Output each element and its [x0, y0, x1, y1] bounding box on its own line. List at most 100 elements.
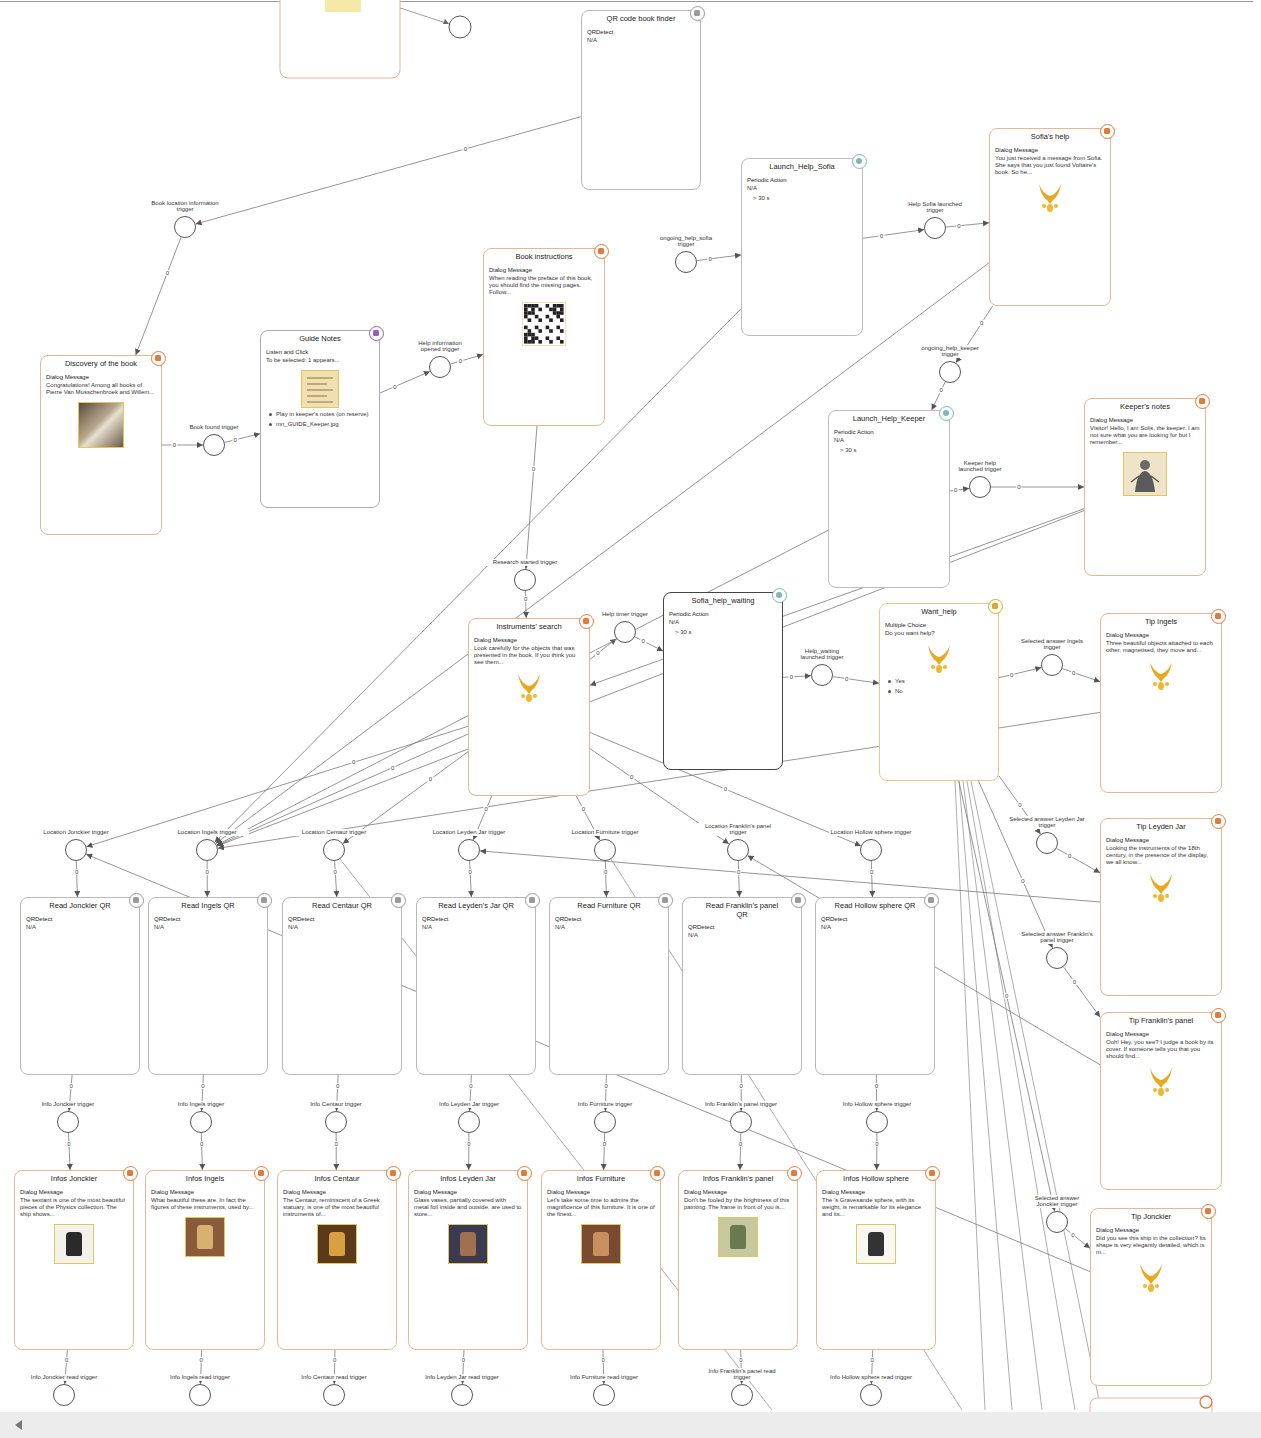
connector-arrow — [863, 230, 924, 239]
edge-label: 0 — [1067, 853, 1072, 859]
node-card: Launch_Help_SofiaPeriodic ActionN/A> 30 … — [741, 158, 863, 336]
connector-arrow — [451, 355, 483, 364]
node-value: Do you want help? — [885, 630, 993, 637]
partial-card-image — [325, 0, 361, 12]
trigger-circle: Selected answer Jonckier trigger — [1046, 1211, 1068, 1233]
connector-arrow — [480, 851, 1100, 902]
avatar-shape — [931, 665, 935, 669]
node-value: Don't be fooled by the brightness of thi… — [684, 1197, 792, 1211]
object-photo — [718, 1217, 758, 1257]
node-card: Read Furniture QRQRDetectN/A — [549, 897, 669, 1075]
edge-label: 0 — [736, 869, 741, 875]
edge-label: 0 — [738, 1357, 743, 1363]
trigger-label: Help timer trigger — [592, 611, 658, 618]
trigger-circle: Location Centaur trigger — [323, 839, 345, 861]
node-type: Dialog Message — [1090, 417, 1200, 424]
scrollbar — [0, 1412, 1261, 1438]
node-value: The sextant is one of the most beautiful… — [20, 1197, 128, 1219]
trigger-circle: ongoing_help_sofia trigger — [675, 251, 697, 273]
edge-label: 0 — [69, 1083, 74, 1089]
edge-label: 0 — [64, 1357, 69, 1363]
option-bullet — [888, 690, 891, 693]
node-card: QR code book finderQRDetectN/A — [581, 10, 701, 190]
node-type: Dialog Message — [46, 374, 156, 381]
trigger-circle: Help_waiting launched trigger — [811, 664, 833, 686]
node-icon — [517, 1166, 532, 1181]
keeper-ground — [1124, 453, 1167, 496]
node-value: To be selected: 1 appears... — [266, 357, 374, 364]
node-value: What beautiful these are. In fact the fi… — [151, 1197, 259, 1211]
node-type: QRDetect — [288, 916, 396, 923]
trigger-label: Selected answer Ingels trigger — [1014, 638, 1090, 651]
connector-arrow — [217, 511, 1084, 846]
icon-glyph — [694, 10, 700, 16]
avatar-shape — [521, 694, 525, 698]
edge-label: 0 — [333, 869, 338, 875]
edge-label: 0 — [707, 256, 712, 262]
node-icon — [925, 1166, 940, 1181]
icon-glyph — [521, 1170, 527, 1176]
node-icon — [1211, 1008, 1226, 1023]
node-value: N/A — [747, 185, 857, 192]
node-title: Read Jonckier QR — [26, 902, 134, 911]
node-card: Instruments' searchDialog MessageLook ca… — [468, 618, 590, 796]
qr-module — [528, 330, 532, 334]
trigger-label: Selected answer Franklin's panel trigger — [1019, 931, 1095, 944]
connector-arrow — [201, 1133, 202, 1170]
trigger-label: Info Hollow sphere trigger — [835, 1101, 919, 1108]
image-frame — [885, 643, 993, 675]
edge-label: 0 — [66, 1141, 71, 1147]
node-type: QRDetect — [154, 916, 262, 923]
image-frame — [1106, 872, 1216, 904]
connector-line — [967, 781, 1075, 1410]
icon-glyph — [583, 618, 589, 624]
qr-module — [556, 337, 560, 341]
qr-code-image — [522, 302, 566, 346]
trigger-circle: Info Centaur trigger — [325, 1111, 347, 1133]
qr-module — [538, 308, 542, 312]
connector-arrow — [697, 255, 741, 261]
node-value: The 's Gravesande sphere, with its weigh… — [822, 1197, 930, 1219]
edge-label: 0 — [172, 442, 177, 448]
option-text: Yes — [895, 678, 905, 685]
node-value: Let's take some time to admire the magni… — [547, 1197, 655, 1219]
node-value: Did you see this ship in the collection?… — [1096, 1235, 1206, 1257]
connector-arrow — [162, 445, 203, 446]
node-title: Tip Leyden Jar — [1106, 823, 1216, 832]
node-title: Infos Furniture — [547, 1175, 655, 1184]
connector-arrow — [590, 639, 616, 660]
node-type: QRDetect — [688, 924, 796, 931]
qr-module — [528, 340, 532, 344]
image-frame — [151, 1217, 259, 1257]
node-card: Tip Leyden JarDialog MessageLooking the … — [1100, 818, 1222, 996]
node-type: QRDetect — [26, 916, 134, 923]
trigger-circle: Info Ingels trigger — [190, 1111, 212, 1133]
node-card: Infos FurnitureDialog MessageLet's take … — [541, 1170, 661, 1350]
node-title: Discovery of the book — [46, 360, 156, 369]
node-value: N/A — [669, 619, 777, 626]
node-value: Look carefully for the objects that was … — [474, 645, 584, 667]
object-photo — [54, 1224, 94, 1264]
edge-label: 0 — [1020, 878, 1025, 884]
connector-arrow — [999, 668, 1041, 678]
icon-glyph — [1199, 398, 1205, 404]
node-value: Three beautiful objects attached to each… — [1106, 640, 1216, 654]
node-icon — [772, 588, 787, 603]
node-icon — [650, 1166, 665, 1181]
node-type: QRDetect — [422, 916, 530, 923]
node-value: Looking the instruments of the 18th cent… — [1106, 845, 1216, 867]
trigger-label: Location Hollow sphere trigger — [829, 829, 913, 836]
image-frame — [474, 672, 584, 704]
edge-label: 0 — [1004, 993, 1009, 999]
qr-module — [531, 340, 535, 344]
edge-label: 0 — [870, 1357, 875, 1363]
qr-module — [524, 312, 528, 316]
node-type: QRDetect — [587, 29, 695, 36]
note-ground — [302, 371, 339, 408]
trigger-label: Info Centaur read trigger — [292, 1374, 376, 1381]
trigger-circle: Info Furniture trigger — [594, 1111, 616, 1133]
trigger-label: Info Furniture trigger — [563, 1101, 647, 1108]
note-image — [301, 370, 339, 408]
image-frame — [684, 1217, 792, 1257]
node-type: Dialog Message — [1106, 837, 1216, 844]
